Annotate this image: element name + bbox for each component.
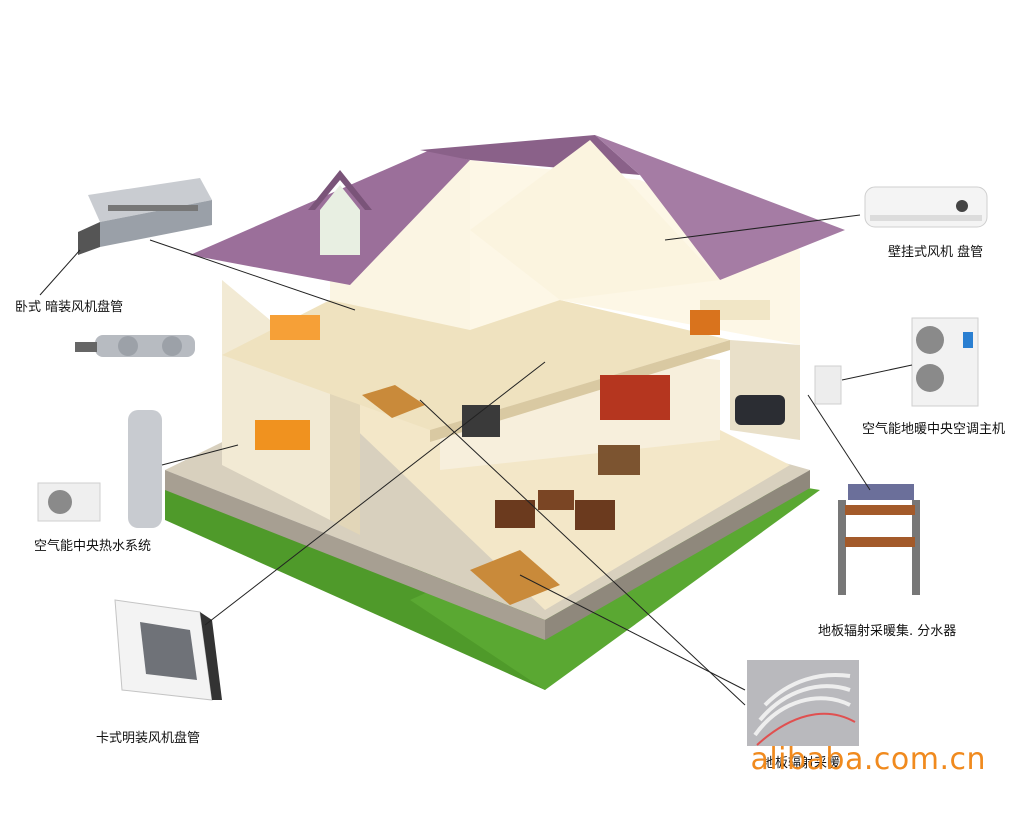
horizontal-concealed-fcu-illustration: [78, 178, 212, 255]
floor-heating-patch-upper: [362, 385, 425, 418]
upper-floor-edge: [430, 340, 730, 442]
label-horizontal-concealed-fcu: 卧式 暗装风机盘管: [15, 300, 124, 315]
air-source-main-unit-illustration: [814, 317, 979, 407]
label-wall-mounted-fcu: 壁挂式风机 盘管: [888, 245, 984, 260]
label-air-source-hot-water: 空气能中央热水系统: [34, 539, 152, 554]
dormer-roof: [308, 170, 372, 210]
wall-mounted-fcu-illustration: [864, 186, 988, 228]
label-floor-heating-manifold: 地板辐射采暖集. 分水器: [818, 624, 957, 639]
cassette-fcu-illustration: [114, 599, 222, 701]
foundation-edge: [165, 470, 545, 640]
tv-stand: [690, 310, 720, 335]
armchair: [598, 445, 640, 475]
left-wall: [222, 280, 330, 520]
floor-heating-coil-illustration: [747, 660, 859, 746]
sofa-right: [575, 500, 615, 530]
air-source-hot-water-illustration: [37, 410, 162, 528]
dormer: [320, 185, 360, 255]
cabinet-shelf: [600, 375, 670, 420]
left-wall-shade: [330, 370, 360, 535]
floor-heating-patch: [470, 550, 560, 605]
callout-lines: [39, 214, 913, 706]
roof-front-gable: [470, 140, 720, 300]
label-cassette-fcu: 卡式明装风机盘管: [96, 731, 201, 746]
floor-heating-manifold-illustration: [838, 484, 920, 595]
sofa-left: [495, 500, 535, 528]
upper-floor-slab: [222, 300, 730, 430]
television: [462, 405, 500, 437]
label-air-source-main-unit: 空气能地暖中央空调主机: [862, 422, 1006, 437]
car: [735, 395, 785, 425]
roof-right-slope: [595, 135, 845, 280]
fcu-motor-illustration: [75, 335, 195, 357]
kitchen-counter: [255, 420, 310, 450]
coffee-table: [538, 490, 574, 510]
label-floor-heating-coil: 地板辐射采暖: [762, 756, 841, 771]
bed-upper-left: [270, 315, 320, 340]
watermark-text: alibaba.com.cn: [750, 742, 986, 777]
foundation-edge-right: [545, 470, 810, 640]
